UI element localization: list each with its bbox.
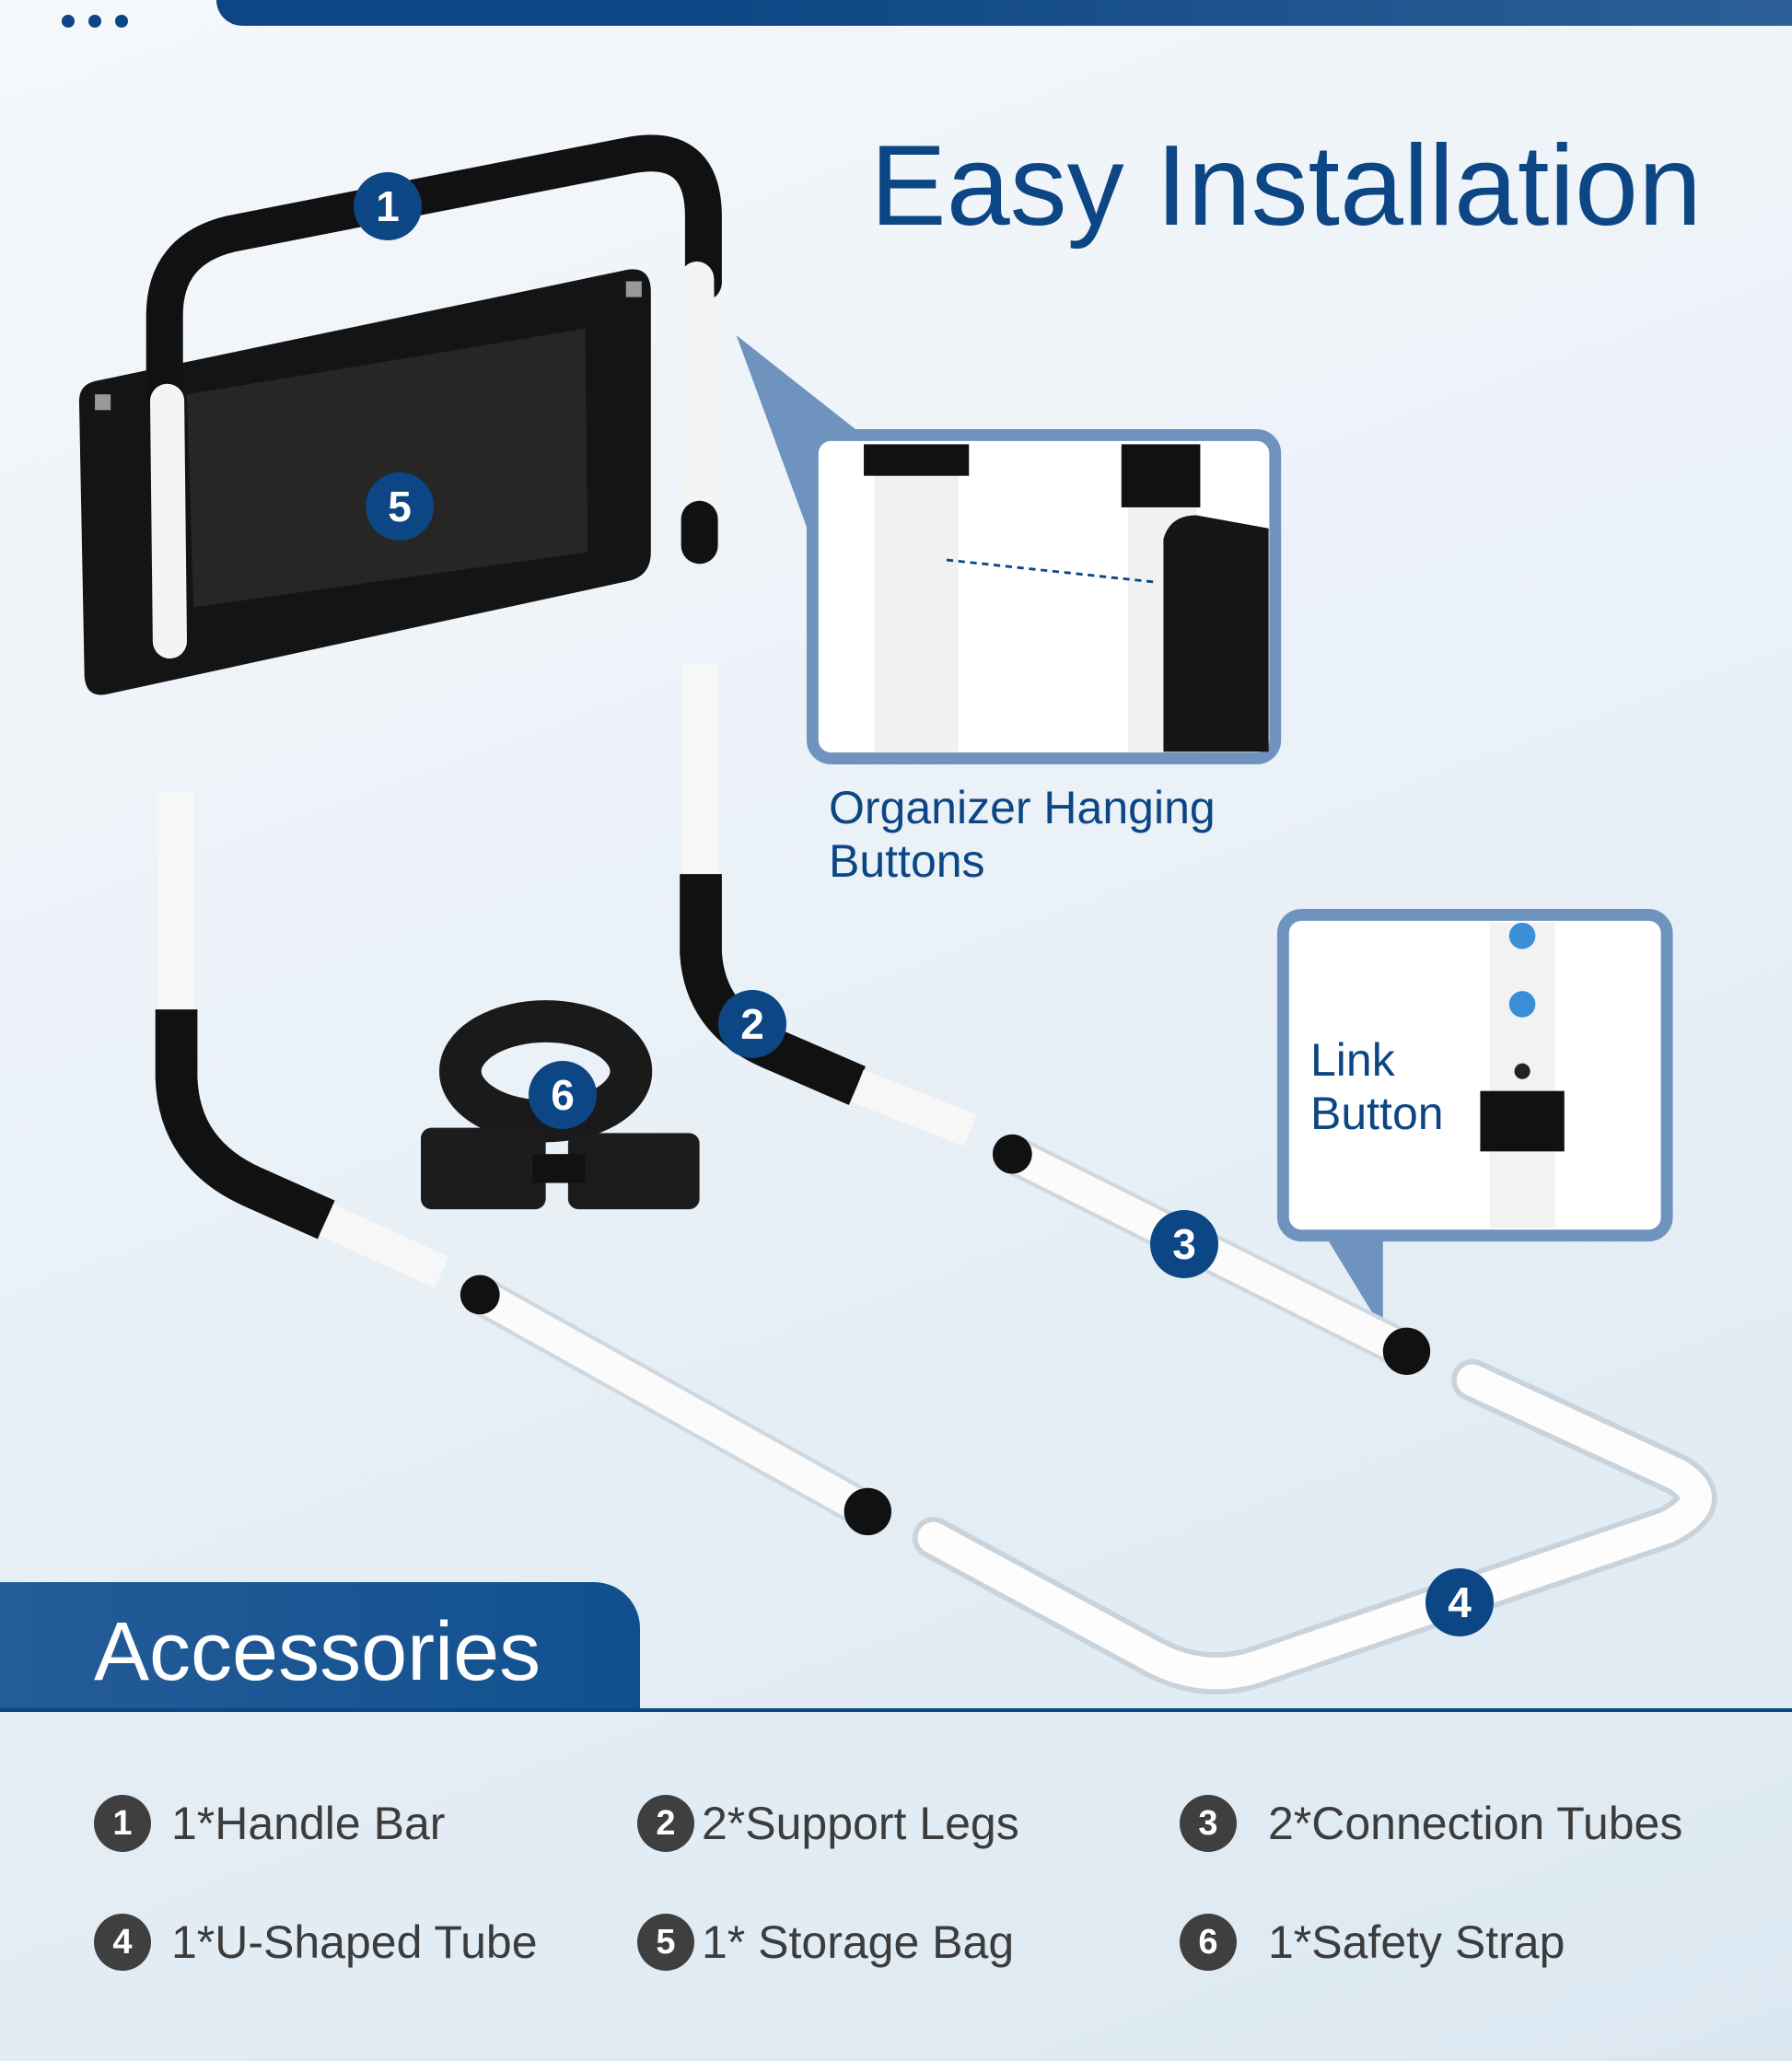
accessory-item: 1 1*Handle Bar bbox=[94, 1794, 445, 1853]
accessory-item: 4 1*U-Shaped Tube bbox=[94, 1913, 538, 1972]
number-badge: 6 bbox=[1180, 1914, 1237, 1971]
accessory-label: 1* Storage Bag bbox=[702, 1916, 1015, 1968]
part-badge-5: 5 bbox=[366, 472, 434, 541]
number-badge: 5 bbox=[637, 1914, 694, 1971]
accessory-item: 5 1* Storage Bag bbox=[637, 1913, 1014, 1972]
menu-dot-icon bbox=[115, 15, 128, 28]
accessory-label: 1*Safety Strap bbox=[1268, 1916, 1565, 1968]
menu-dot-icon bbox=[88, 15, 101, 28]
divider bbox=[0, 1708, 1792, 1712]
handle-bar bbox=[145, 134, 722, 659]
link-button-label: Link Button bbox=[1310, 1034, 1444, 1139]
part-badge-6: 6 bbox=[529, 1061, 597, 1129]
top-banner-bar bbox=[216, 0, 1792, 26]
callout-organizer-image bbox=[806, 429, 1282, 764]
part-badge-2: 2 bbox=[718, 990, 786, 1058]
u-shaped-tube bbox=[912, 1358, 1717, 1694]
callout-link-image bbox=[1276, 908, 1673, 1242]
accessory-label: 1*Handle Bar bbox=[171, 1798, 446, 1849]
organizer-hanging-buttons-label: Organizer Hanging Buttons bbox=[829, 782, 1216, 887]
number-badge: 1 bbox=[94, 1795, 151, 1852]
accessory-item: 2 2*Support Legs bbox=[637, 1794, 1019, 1853]
accessories-heading: Accessories bbox=[94, 1606, 541, 1698]
accessories-tab bbox=[0, 1582, 640, 1711]
number-badge: 2 bbox=[637, 1795, 694, 1852]
accessory-item: 6 1*Safety Strap bbox=[1180, 1913, 1565, 1972]
support-leg-left bbox=[155, 791, 449, 1288]
number-badge: 3 bbox=[1180, 1795, 1237, 1852]
accessory-label: 1*U-Shaped Tube bbox=[171, 1916, 538, 1968]
part-badge-3: 3 bbox=[1150, 1210, 1218, 1278]
page-title: Easy Installation bbox=[870, 122, 1702, 250]
accessory-label: 2*Support Legs bbox=[702, 1798, 1019, 1849]
connection-tube-left bbox=[460, 1275, 892, 1536]
part-badge-1: 1 bbox=[354, 172, 422, 240]
storage-bag bbox=[78, 269, 651, 695]
menu-dot-icon bbox=[62, 15, 75, 28]
accessory-label: 2*Connection Tubes bbox=[1268, 1798, 1683, 1849]
part-badge-4: 4 bbox=[1425, 1568, 1494, 1636]
accessory-item: 3 2*Connection Tubes bbox=[1180, 1794, 1682, 1853]
number-badge: 4 bbox=[94, 1914, 151, 1971]
